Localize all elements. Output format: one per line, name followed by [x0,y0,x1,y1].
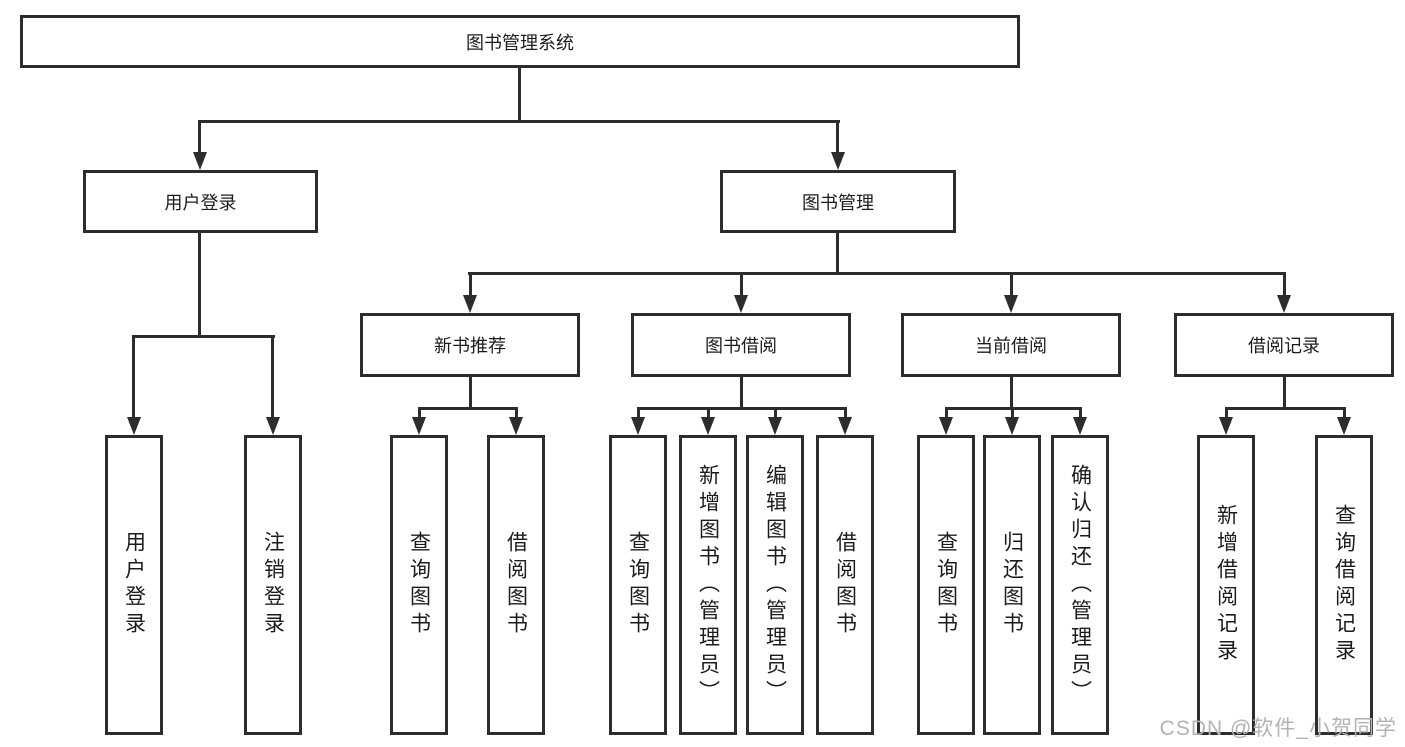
connector-line [637,407,640,419]
node-label: 注销登录 [261,531,285,639]
node-leaf-return-books: 归还图书 [983,435,1041,735]
arrow-down-icon [127,417,141,435]
connector-line [1343,407,1346,419]
connector-line [518,68,521,121]
node-label: 用户登录 [122,531,146,639]
connector-line [1010,377,1013,409]
node-label: 编辑图书（管理员） [763,463,787,707]
node-current-borrowing: 当前借阅 [901,313,1121,377]
node-leaf-user-login: 用户登录 [105,435,163,735]
node-new-book-recommend: 新书推荐 [360,313,580,377]
connector-line [844,407,847,419]
arrow-down-icon [1219,417,1233,435]
node-label: 查询借阅记录 [1332,504,1356,666]
arrow-down-icon [831,152,845,170]
connector-line [271,335,274,419]
node-leaf-logout: 注销登录 [244,435,302,735]
node-label: 借阅图书 [504,531,528,639]
node-label: 图书管理 [802,192,874,213]
node-label: 查询图书 [407,531,431,639]
node-book-management: 图书管理 [720,170,956,233]
connector-line [740,272,743,299]
arrow-down-icon [266,417,280,435]
node-leaf-borrow-books: 借阅图书 [816,435,874,735]
node-leaf-borrow-books-recommend: 借阅图书 [487,435,545,735]
connector-line [740,377,743,409]
connector-line [132,335,275,338]
node-leaf-query-books-recommend: 查询图书 [390,435,448,735]
connector-line [1011,407,1014,419]
node-label: 查询图书 [626,531,650,639]
arrow-down-icon [1004,295,1018,313]
node-label: 借阅图书 [833,531,857,639]
arrow-down-icon [631,417,645,435]
connector-line [468,272,1286,275]
connector-line [637,407,847,410]
connector-line [469,377,472,409]
arrow-down-icon [701,417,715,435]
node-label: 图书管理系统 [466,32,574,53]
arrow-down-icon [768,417,782,435]
connector-line [515,407,518,419]
arrow-down-icon [1005,417,1019,435]
connector-line [774,407,777,419]
arrow-down-icon [412,417,426,435]
connector-line [132,335,135,419]
arrow-down-icon [734,295,748,313]
node-label: 新增借阅记录 [1214,504,1238,666]
node-leaf-add-book-admin: 新增图书（管理员） [679,435,737,735]
node-leaf-query-books-current: 查询图书 [917,435,975,735]
connector-line [418,407,518,410]
connector-line [469,272,472,299]
node-borrowing-records: 借阅记录 [1174,313,1394,377]
arrow-down-icon [193,152,207,170]
node-leaf-query-books-borrow: 查询图书 [609,435,667,735]
node-library-system: 图书管理系统 [20,15,1020,68]
arrow-down-icon [838,417,852,435]
connector-line [198,120,840,123]
node-label: 图书借阅 [705,336,777,356]
node-leaf-confirm-return-admin: 确认归还（管理员） [1051,435,1109,735]
node-label: 归还图书 [1000,531,1024,639]
node-label: 确认归还（管理员） [1068,463,1092,707]
arrow-down-icon [1337,417,1351,435]
arrow-down-icon [1277,295,1291,313]
connector-line [707,407,710,419]
connector-line [198,120,201,154]
arrow-down-icon [463,295,477,313]
connector-line [1225,407,1228,419]
node-label: 用户登录 [164,192,237,213]
node-book-borrowing: 图书借阅 [631,313,851,377]
node-leaf-query-borrow-record: 查询借阅记录 [1315,435,1373,735]
connector-line [1225,407,1346,410]
arrow-down-icon [509,417,523,435]
connector-line [198,233,201,337]
connector-line [1079,407,1082,419]
connector-line [945,407,948,419]
arrow-down-icon [939,417,953,435]
node-leaf-add-borrow-record: 新增借阅记录 [1197,435,1255,735]
node-label: 查询图书 [934,531,958,639]
node-user-login: 用户登录 [83,170,318,233]
watermark: CSDN @软件_小贺同学 [1159,717,1397,740]
node-label: 借阅记录 [1248,336,1320,356]
node-leaf-edit-book-admin: 编辑图书（管理员） [746,435,804,735]
connector-line [1283,272,1286,299]
connector-line [1010,272,1013,299]
connector-line [1283,377,1286,409]
connector-line [418,407,421,419]
node-label: 新书推荐 [434,336,506,356]
connector-line [836,233,839,274]
connector-line [836,120,839,154]
arrow-down-icon [1073,417,1087,435]
node-label: 当前借阅 [975,336,1047,356]
node-label: 新增图书（管理员） [696,463,720,707]
